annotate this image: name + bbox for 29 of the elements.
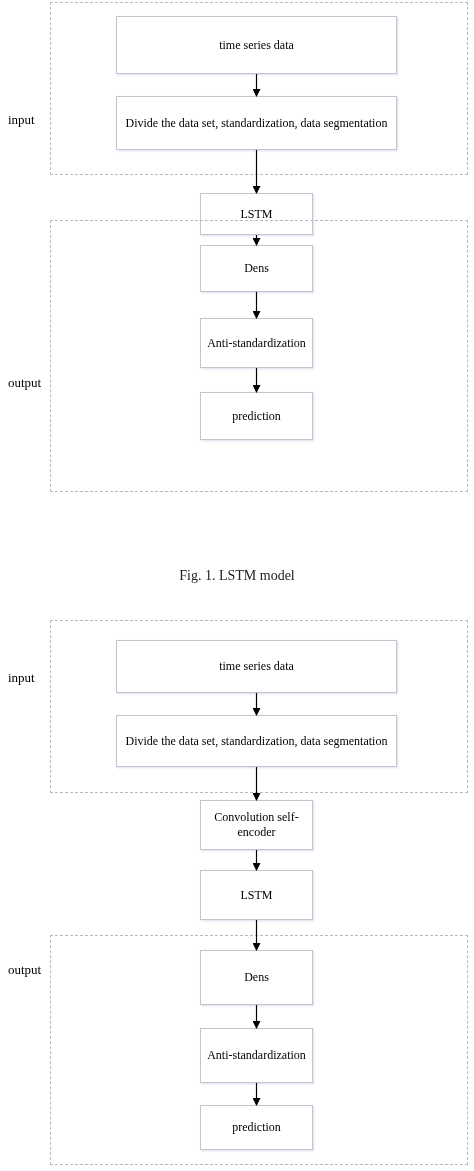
process-box: LSTM xyxy=(200,870,313,920)
arrow xyxy=(252,234,261,246)
process-box: LSTM xyxy=(200,193,313,235)
figure-caption: Fig. 1. LSTM model xyxy=(178,567,296,585)
process-box: time series data xyxy=(116,640,397,693)
group-label: output xyxy=(8,374,42,392)
arrow xyxy=(252,367,261,393)
group-label: input xyxy=(8,111,35,129)
process-box: Dens xyxy=(200,950,313,1005)
process-box: Divide the data set, standardization, data segmentation xyxy=(116,715,397,767)
arrow xyxy=(252,1082,261,1106)
arrow xyxy=(252,149,261,194)
process-box: prediction xyxy=(200,1105,313,1150)
arrow xyxy=(252,1004,261,1029)
arrow xyxy=(252,73,261,97)
arrow xyxy=(252,849,261,871)
group-label: input xyxy=(8,669,35,687)
arrow xyxy=(252,766,261,801)
process-box: Anti-standardization xyxy=(200,1028,313,1083)
process-box: Dens xyxy=(200,245,313,292)
arrow xyxy=(252,692,261,716)
group-label: output xyxy=(8,961,42,979)
process-box: Anti-standardization xyxy=(200,318,313,368)
process-box: time series data xyxy=(116,16,397,74)
process-box: Convolution self-encoder xyxy=(200,800,313,850)
arrow xyxy=(252,919,261,951)
process-box: prediction xyxy=(200,392,313,440)
process-box: Divide the data set, standardization, data segmentation xyxy=(116,96,397,150)
arrow xyxy=(252,291,261,319)
